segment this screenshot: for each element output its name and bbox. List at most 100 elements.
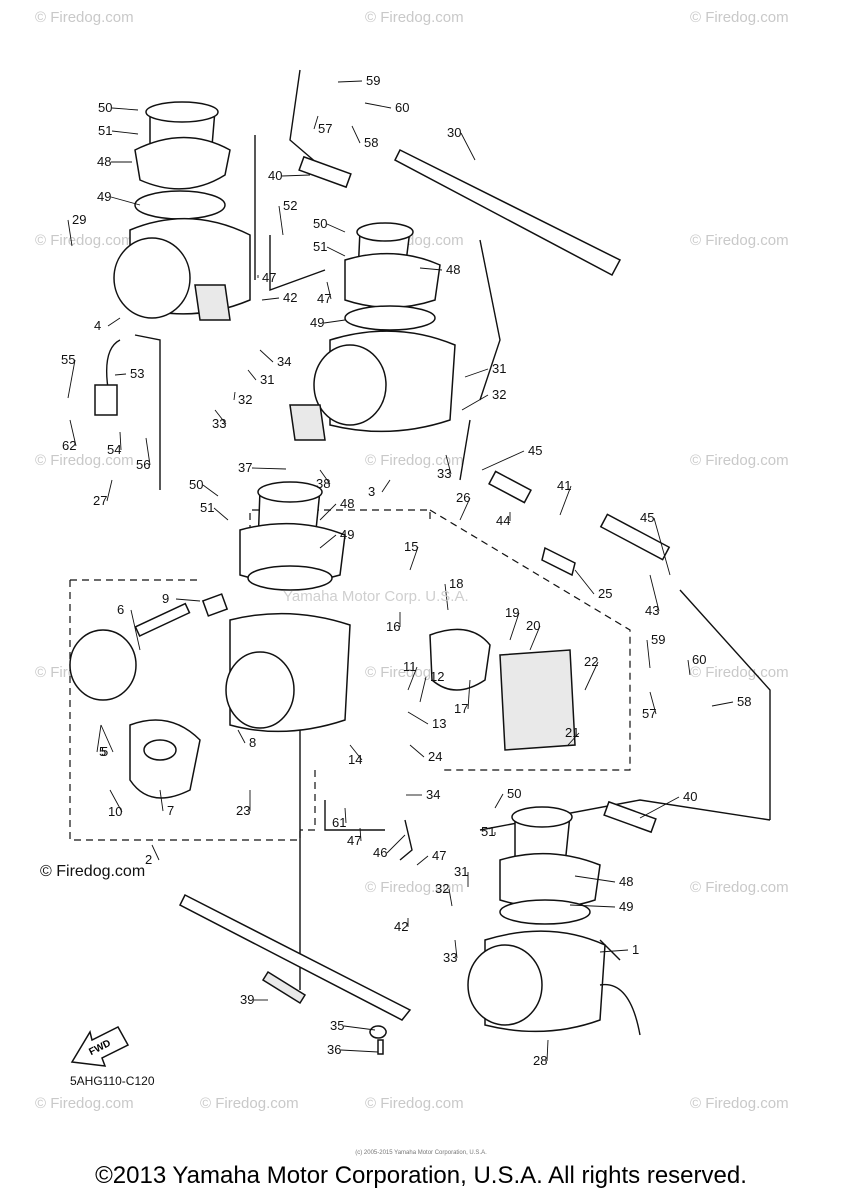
callout-number: 31 [492,361,506,376]
callout-number: 42 [283,290,297,305]
watermark-text: © Firedog.com [690,664,789,681]
leader-line [175,598,201,602]
leader-line [151,844,160,861]
leader-line [114,373,127,376]
leader-line [111,107,139,111]
callout-number: 39 [240,992,254,1007]
callout-number: 22 [584,654,598,669]
watermark-text: © Firedog.com [365,879,464,896]
callout-number: 31 [260,372,274,387]
callout-number: 1 [632,942,639,957]
callout-number: 6 [117,602,124,617]
callout-number: 21 [565,725,579,740]
callout-number: 38 [316,476,330,491]
watermark-text: © Firedog.com [35,9,134,26]
callout-number: 23 [236,803,250,818]
leader-line [202,484,219,497]
callout-number: 50 [507,786,521,801]
callout-number: 53 [130,366,144,381]
callout-number: 9 [162,591,169,606]
leader-line [639,796,680,819]
leader-line [111,130,139,135]
callout-number: 2 [145,852,152,867]
leader-line [574,875,616,883]
watermark-text: © Firedog.com [365,452,464,469]
part-drawings [69,101,671,1067]
callout-number: 47 [347,833,361,848]
callout-number: 49 [310,315,324,330]
callout-number: 46 [373,845,387,860]
leader-line [467,679,471,710]
leader-line [67,359,76,399]
callout-number: 18 [449,576,463,591]
callout-number: 34 [426,787,440,802]
leader-lines [67,80,734,1062]
callout-number: 45 [640,510,654,525]
leader-line [445,454,452,475]
callout-number: 25 [598,586,612,601]
leader-line [649,691,657,715]
callout-number: 32 [238,392,252,407]
callout-number: 62 [62,438,76,453]
leader-line [574,569,595,595]
leader-line [653,517,671,576]
firedog-copyright: © Firedog.com [40,863,146,880]
leader-line [409,546,419,571]
leader-line [145,437,151,466]
leader-line [529,625,541,651]
callout-number: 49 [97,189,111,204]
callout-number: 34 [277,354,291,369]
callout-number: 33 [443,950,457,965]
leader-line [454,939,458,959]
leader-line [319,469,331,485]
leader-line [649,574,660,612]
callout-number: 57 [642,706,656,721]
callout-number: 16 [386,619,400,634]
callout-number: 40 [683,789,697,804]
callout-number: 48 [340,496,354,511]
leader-line [444,583,449,611]
leader-line [259,349,274,363]
leader-line [711,701,734,707]
leader-line [464,368,489,378]
leader-line [278,205,284,236]
leader-line [459,497,471,521]
leader-line [319,503,337,521]
callout-number: 52 [283,198,297,213]
leader-line [69,419,77,447]
leader-line [419,676,427,703]
leader-line [364,102,392,109]
yamaha-watermark: Yamaha Motor Corp. U.S.A. [283,588,469,605]
leader-line [509,612,520,641]
leader-line [130,609,141,651]
leader-line [319,534,337,549]
leader-line [349,744,363,761]
callout-number: 51 [313,239,327,254]
callout-number: 12 [430,669,444,684]
watermark-text: © Firedog.com [35,232,134,249]
callout-number: 50 [189,477,203,492]
leader-line [546,1039,549,1062]
callout-number: 33 [212,416,226,431]
callout-number: 7 [167,803,174,818]
callout-number: 51 [481,824,495,839]
leader-line [233,391,236,401]
watermark-text: © Firedog.com [690,232,789,249]
callout-number: 35 [330,1018,344,1033]
leader-line [359,827,362,842]
callout-number: 4 [94,318,101,333]
leader-line [119,431,122,451]
leader-line [237,729,246,744]
callout-number: 14 [348,752,362,767]
callout-number: 28 [533,1053,547,1068]
callout-number: 47 [432,848,446,863]
callout-number: 5 [101,744,108,759]
callout-number: 33 [437,466,451,481]
callout-number: 19 [505,605,519,620]
leader-line [481,450,525,471]
callout-number: 47 [262,270,276,285]
callout-number: 27 [93,493,107,508]
callout-number: 57 [318,121,332,136]
leader-line [646,639,651,669]
